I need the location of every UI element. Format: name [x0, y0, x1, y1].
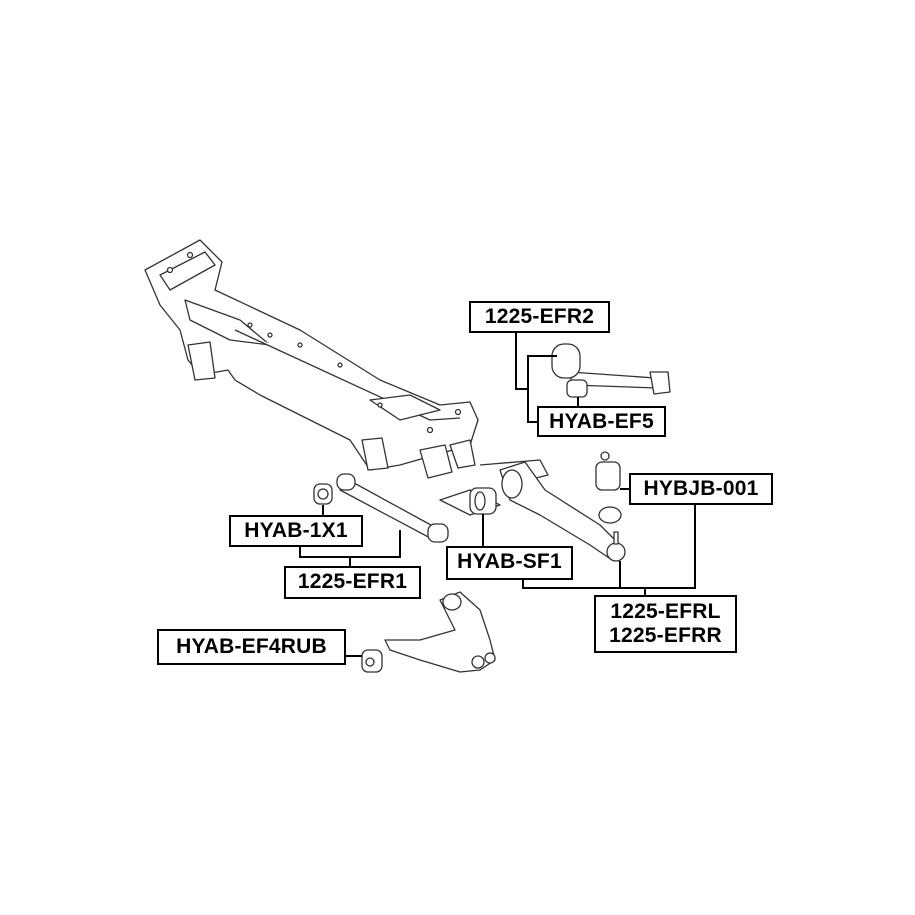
lower-control-arm-part — [469, 451, 626, 562]
label-hyab-sf1: HYAB-SF1 — [446, 546, 573, 580]
label-hybjb-001: HYBJB-001 — [629, 473, 773, 505]
rear-lower-link-part — [313, 473, 449, 543]
label-hyab-1x1: HYAB-1X1 — [229, 515, 363, 547]
label-1225-efrr: 1225-EFRR — [609, 624, 722, 647]
upper-control-arm-part — [361, 591, 496, 673]
label-hyab-ef5: HYAB-EF5 — [537, 406, 666, 437]
label-1225-efrl-efrr: 1225-EFRL 1225-EFRR — [594, 595, 737, 653]
label-hyab-ef4rub: HYAB-EF4RUB — [157, 629, 346, 665]
rear-subframe — [144, 239, 549, 516]
label-1225-efr2: 1225-EFR2 — [469, 301, 610, 333]
label-1225-efr1: 1225-EFR1 — [284, 566, 421, 599]
rear-lateral-link-part — [551, 343, 671, 398]
label-1225-efrl: 1225-EFRL — [610, 600, 721, 623]
leader-lines — [299, 332, 696, 657]
